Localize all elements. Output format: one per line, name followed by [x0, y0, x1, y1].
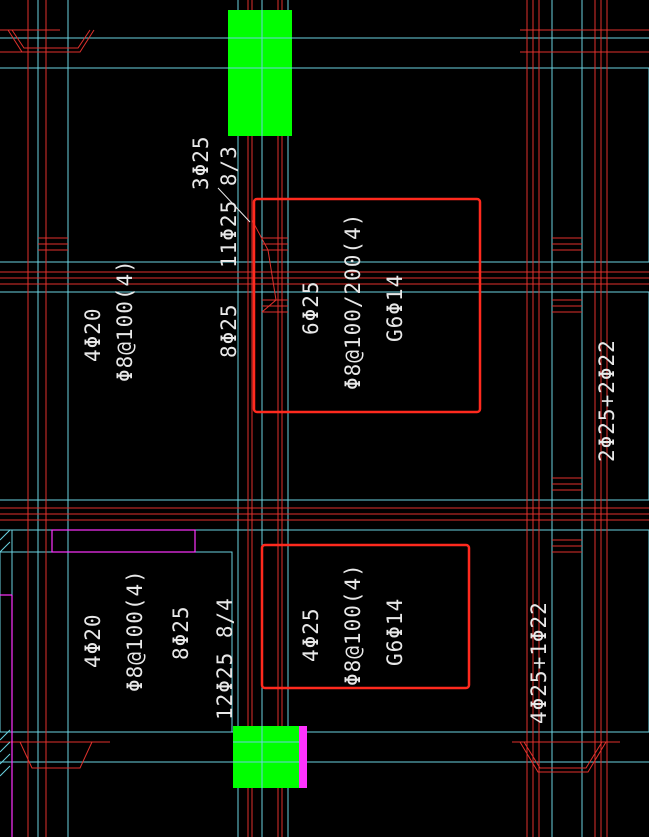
label-left-bottom-main: 4Φ20 — [81, 613, 105, 668]
column-top[interactable] — [228, 10, 292, 136]
label-right-bottom-bar: 4Φ25+1Φ22 — [527, 601, 551, 724]
column-bottom[interactable] — [233, 726, 307, 788]
label-left-bottom-stirrup: Φ8@100(4) — [123, 569, 147, 692]
label-box1-side: G6Φ14 — [383, 274, 407, 342]
label-box2-stirrup: Φ8@100(4) — [341, 563, 365, 686]
label-box1-stirrup: Φ8@100/200(4) — [341, 213, 365, 390]
label-left-top-main: 4Φ20 — [81, 307, 105, 362]
hatch-pattern — [0, 529, 11, 777]
label-right-mid-bar: 2Φ25+2Φ22 — [595, 339, 619, 462]
highlight-box-1[interactable] — [252, 197, 482, 414]
label-box1-main: 6Φ25 — [299, 280, 323, 335]
leader-line — [217, 187, 251, 223]
label-left-bottom-bar: 8Φ25 — [169, 605, 193, 660]
label-mid-center-bar: 8Φ25 — [217, 303, 241, 358]
highlight-box-2[interactable] — [260, 543, 471, 690]
magenta-outline — [0, 529, 196, 837]
label-top-center-bar-2: 11Φ25 8/3 — [217, 145, 241, 268]
label-top-center-bar: 3Φ25 — [189, 135, 213, 190]
label-box2-main: 4Φ25 — [299, 607, 323, 662]
label-left-top-stirrup: Φ8@100(4) — [113, 259, 137, 382]
label-box2-side: G6Φ14 — [383, 598, 407, 666]
label-left-bottom-bar-2: 12Φ25 8/4 — [213, 597, 237, 720]
